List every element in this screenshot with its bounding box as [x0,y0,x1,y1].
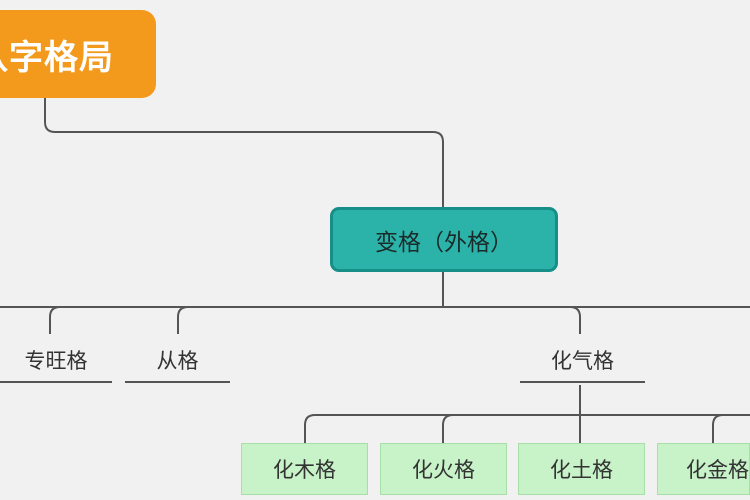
connector-to-zhuanwang [49,306,61,334]
level3-node-huajin[interactable]: 化金格 [657,443,750,495]
level3-node-huatu[interactable]: 化土格 [518,443,645,495]
level3-node-huahuo[interactable]: 化火格 [380,443,507,495]
connector-to-huamu [304,414,316,443]
level2-node-zhuanwang[interactable]: 专旺格 [24,349,88,373]
level1-node-biange[interactable]: 变格（外格） [330,207,558,272]
connector-to-cong [177,306,189,334]
connector-to-huajin [712,414,724,443]
connector-root-to-level1 [44,98,444,207]
level2-underline-huaqi [520,381,645,383]
level2-underline-cong [125,381,230,383]
connector-to-huaqi [569,306,581,334]
level2-underline-zhuanwang [0,381,112,383]
connector-to-huahuo [442,414,454,443]
root-node[interactable]: 八字格局 [0,10,156,98]
level2-node-huaqi[interactable]: 化气格 [551,349,614,373]
level2-node-cong[interactable]: 从格 [156,349,199,373]
level3-node-huamu[interactable]: 化木格 [241,443,368,495]
